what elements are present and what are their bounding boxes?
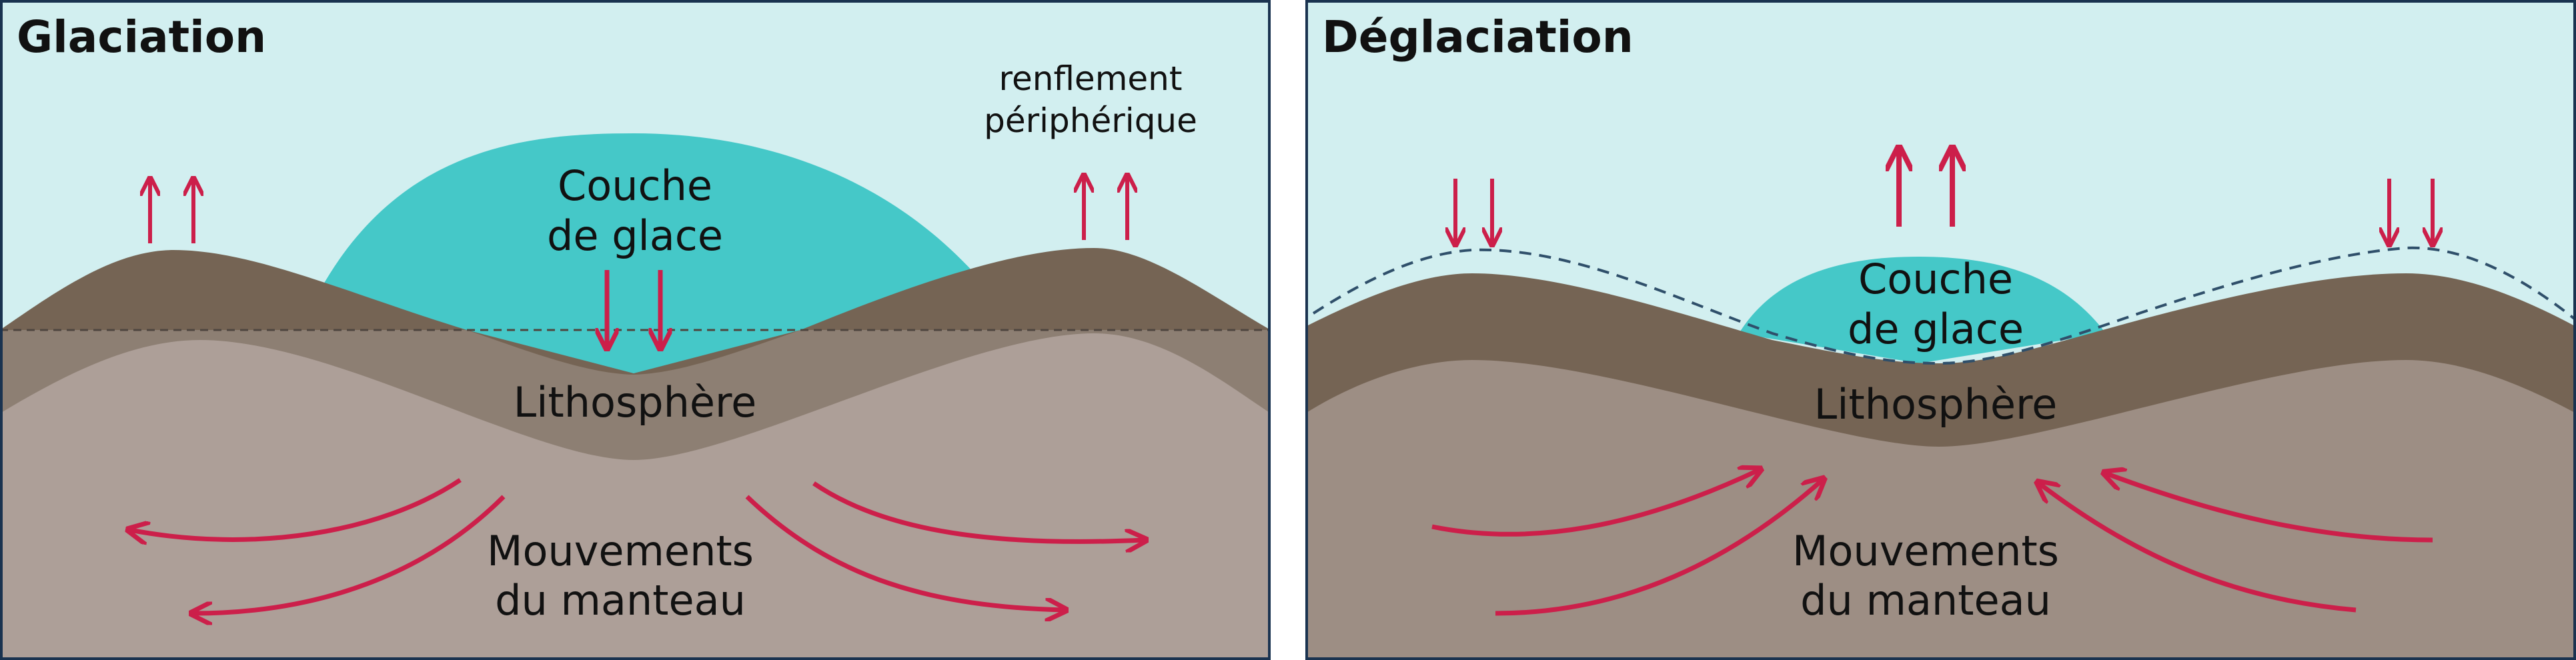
mantle-label-line1: Mouvements xyxy=(1792,527,2059,575)
previous-surface-line xyxy=(1312,246,2576,365)
ice-sheet xyxy=(320,133,981,373)
mantle-layer xyxy=(1305,360,2576,660)
mantle-flow-arrow xyxy=(130,478,462,539)
ice-sheet xyxy=(1739,257,2106,363)
mantle-flow-arrow xyxy=(2039,483,2357,613)
mantle-flow-arrow xyxy=(1431,470,1759,537)
mantle-layer xyxy=(0,333,1271,660)
panel-title: Déglaciation xyxy=(1322,11,1634,63)
mantle-label-line1: Mouvements xyxy=(487,527,754,575)
ice-label-line1: Couche xyxy=(558,161,712,210)
panel-title: Glaciation xyxy=(17,11,266,63)
mantle-label-line2: du manteau xyxy=(1800,576,2051,625)
lithosphere-label: Lithosphère xyxy=(1814,380,2058,429)
bulge-label-line1: renflement xyxy=(999,59,1183,98)
mantle-flow-arrow xyxy=(193,495,506,613)
ice-label-line2: de glace xyxy=(547,211,723,260)
mantle-flow-arrow xyxy=(2106,473,2433,543)
mantle-flow-arrow xyxy=(1495,480,1822,616)
panel-border xyxy=(0,0,1271,660)
mantle-flow-arrow xyxy=(812,481,1144,541)
glaciation-panel: Glaciation Couche de glace Lithosphère r… xyxy=(0,0,1271,660)
lithosphere-label: Lithosphère xyxy=(514,378,757,427)
glaciation-diagram: Glaciation Couche de glace Lithosphère r… xyxy=(0,0,1271,660)
ice-label-line1: Couche xyxy=(1858,255,2013,303)
ice-label-line2: de glace xyxy=(1848,305,2024,353)
mantle-label-line2: du manteau xyxy=(495,576,746,625)
deglaciation-diagram: Déglaciation Couche de glace Lithosphère… xyxy=(1305,0,2576,660)
deglaciation-panel: Déglaciation Couche de glace Lithosphère… xyxy=(1305,0,2576,660)
bulge-label-line2: périphérique xyxy=(984,101,1197,140)
panel-border xyxy=(1305,0,2576,660)
mantle-flow-arrow xyxy=(745,495,1064,610)
